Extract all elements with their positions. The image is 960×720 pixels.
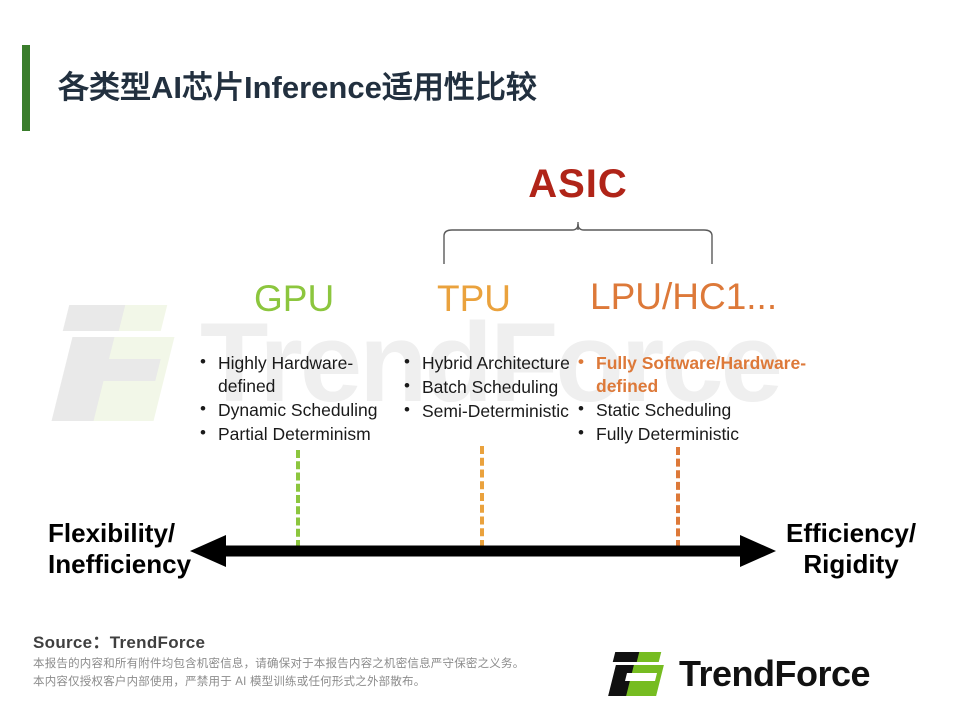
spectrum-axis-arrow-icon	[190, 535, 776, 567]
connector-line-tpu	[480, 446, 484, 548]
column-heading-gpu: GPU	[254, 278, 335, 319]
asic-group-label: ASIC	[528, 162, 628, 206]
axis-label-right-line1: Efficiency/	[786, 518, 917, 548]
feature-list-tpu: Hybrid Architecture Batch Scheduling Sem…	[404, 351, 574, 424]
feature-list-lpu: Fully Software/Hardware-defined Static S…	[578, 351, 818, 447]
list-item: Dynamic Scheduling	[200, 398, 400, 422]
trendforce-logo: TrendForce	[608, 648, 932, 700]
trendforce-logo-mark-icon	[608, 652, 670, 696]
list-item: Static Scheduling	[578, 398, 818, 422]
axis-label-left-line2: Inefficiency	[48, 548, 192, 579]
source-label: Source：TrendForce	[33, 633, 206, 652]
list-item: Fully Deterministic	[578, 422, 818, 446]
list-item: Batch Scheduling	[404, 375, 574, 399]
axis-label-left-line1: Flexibility/	[48, 518, 176, 548]
list-item: Semi-Deterministic	[404, 399, 574, 423]
axis-label-right: Efficiency/ Rigidity	[786, 518, 916, 579]
page-title: 各类型AI芯片Inference适用性比较	[58, 70, 537, 105]
axis-label-left: Flexibility/ Inefficiency	[48, 518, 191, 579]
axis-label-right-line2: Rigidity	[803, 548, 899, 579]
title-accent-bar	[22, 45, 30, 131]
list-item: Hybrid Architecture	[404, 351, 574, 375]
connector-line-gpu	[296, 450, 300, 548]
trendforce-logo-text: TrendForce	[679, 653, 871, 694]
column-heading-tpu: TPU	[437, 278, 511, 319]
confidentiality-note-line1: 本报告的内容和所有附件均包含机密信息，请确保对于本报告内容之机密信息严守保密之义…	[33, 658, 525, 670]
list-item: Fully Software/Hardware-defined	[578, 351, 818, 398]
asic-group-brace-icon	[443, 222, 713, 264]
trendforce-watermark-logo-icon	[48, 301, 184, 425]
feature-list-gpu: Highly Hardware-defined Dynamic Scheduli…	[200, 351, 400, 447]
connector-line-lpu	[676, 447, 680, 548]
confidentiality-note-line2: 本内容仅授权客户内部使用，严禁用于 AI 模型训练或任何形式之外部散布。	[33, 676, 426, 688]
list-item: Partial Determinism	[200, 422, 400, 446]
list-item: Highly Hardware-defined	[200, 351, 400, 398]
column-heading-lpu: LPU/HC1...	[590, 276, 778, 317]
